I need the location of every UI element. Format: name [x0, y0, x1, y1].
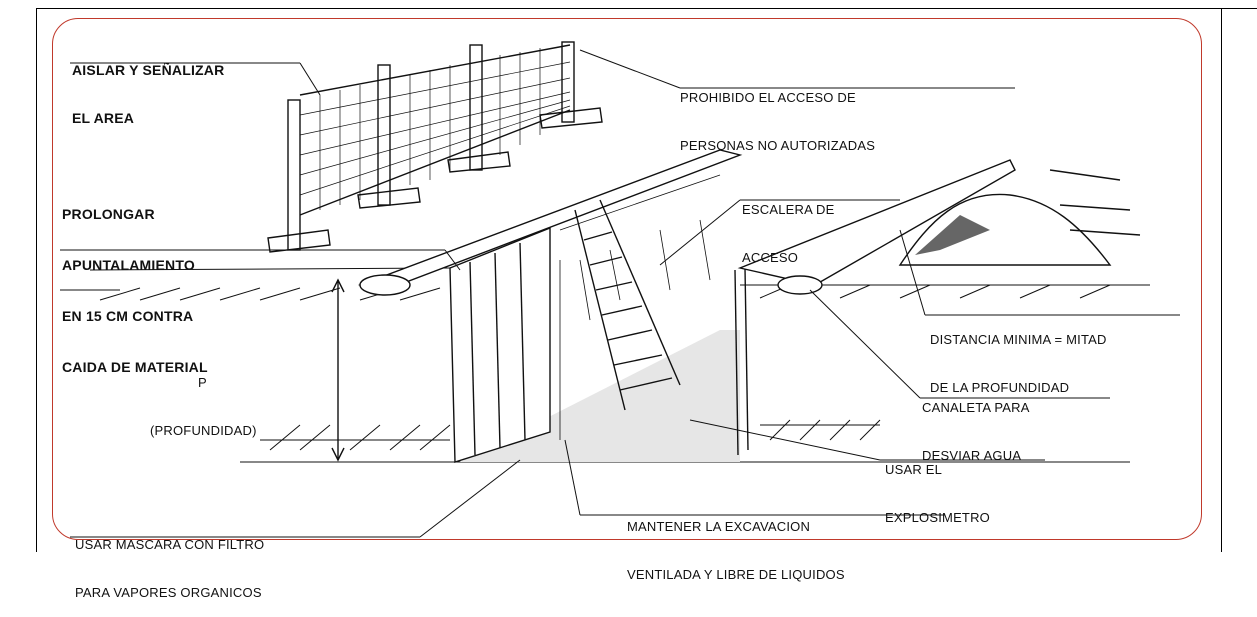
label-min-distance-line2: DE LA PROFUNDIDAD	[930, 380, 1070, 395]
ladder-icon	[574, 199, 681, 411]
label-mask-line2: PARA VAPORES ORGANICOS	[75, 585, 262, 600]
trench-shoring	[357, 149, 743, 463]
label-isolate-line1: AISLAR Y SEÑALIZAR	[72, 62, 225, 78]
back-wall-texture	[559, 174, 721, 440]
fence-icon	[267, 41, 603, 253]
label-mask: USAR MASCARA CON FILTRO PARA VAPORES ORG…	[75, 505, 264, 617]
leader-lines	[60, 49, 1180, 538]
label-depth-line2: (PROFUNDIDAD)	[150, 423, 257, 438]
label-prolong: PROLONGAR APUNTALAMIENTO EN 15 cm CONTRA…	[62, 172, 208, 393]
label-prohibited: PROHIBIDO EL ACCESO DE PERSONAS NO AUTOR…	[680, 58, 875, 170]
ground-hatch-right	[740, 284, 1150, 441]
label-ladder-line2: ACCESO	[742, 250, 799, 265]
label-depth-line1: P	[198, 375, 207, 390]
label-prohibited-line1: PROHIBIDO EL ACCESO DE	[680, 90, 856, 105]
label-channel-line1: CANALETA PARA	[922, 400, 1030, 415]
fence-mesh	[299, 48, 571, 210]
label-depth: P (PROFUNDIDAD)	[150, 343, 257, 455]
label-mask-line1: USAR MASCARA CON FILTRO	[75, 537, 265, 552]
label-prolong-line1: PROLONGAR	[62, 206, 155, 222]
label-explosimeter-line2: EXPLOSIMETRO	[885, 510, 990, 525]
diagram-panel	[52, 18, 1202, 540]
label-channel: CANALETA PARA DESVIAR AGUA	[922, 368, 1030, 480]
label-prolong-line4: CAIDA DE MATERIAL	[62, 359, 208, 375]
label-min-distance: DISTANCIA MINIMA = MITAD DE LA PROFUNDID…	[930, 300, 1107, 412]
label-prolong-line3: EN 15 cm CONTRA	[62, 308, 194, 324]
label-ventilated: MANTENER LA EXCAVACION VENTILADA Y LIBRE…	[627, 487, 845, 599]
label-ladder-line1: ESCALERA DE	[742, 202, 835, 217]
label-explosimeter: USAR EL EXPLOSIMETRO	[885, 430, 990, 542]
label-ventilated-line2: VENTILADA Y LIBRE DE LIQUIDOS	[627, 567, 845, 582]
right-wall	[734, 159, 1016, 456]
trench-illustration	[60, 41, 1180, 538]
top-border	[36, 8, 1257, 9]
label-explosimeter-line1: USAR EL	[885, 462, 943, 477]
label-ladder: ESCALERA DE ACCESO	[742, 170, 835, 282]
left-border	[36, 8, 37, 552]
right-border	[1221, 8, 1222, 552]
label-isolate: AISLAR Y SEÑALIZAR EL AREA	[72, 30, 224, 142]
label-min-distance-line1: DISTANCIA MINIMA = MITAD	[930, 332, 1107, 347]
label-isolate-line2: EL AREA	[72, 110, 135, 126]
label-prolong-line2: APUNTALAMIENTO	[62, 257, 195, 273]
label-ventilated-line1: MANTENER LA EXCAVACION	[627, 519, 811, 534]
label-prohibited-line2: PERSONAS NO AUTORIZADAS	[680, 138, 876, 153]
label-channel-line2: DESVIAR AGUA	[922, 448, 1022, 463]
soil-pile-icon	[898, 169, 1141, 266]
depth-arrow-icon	[331, 278, 345, 462]
